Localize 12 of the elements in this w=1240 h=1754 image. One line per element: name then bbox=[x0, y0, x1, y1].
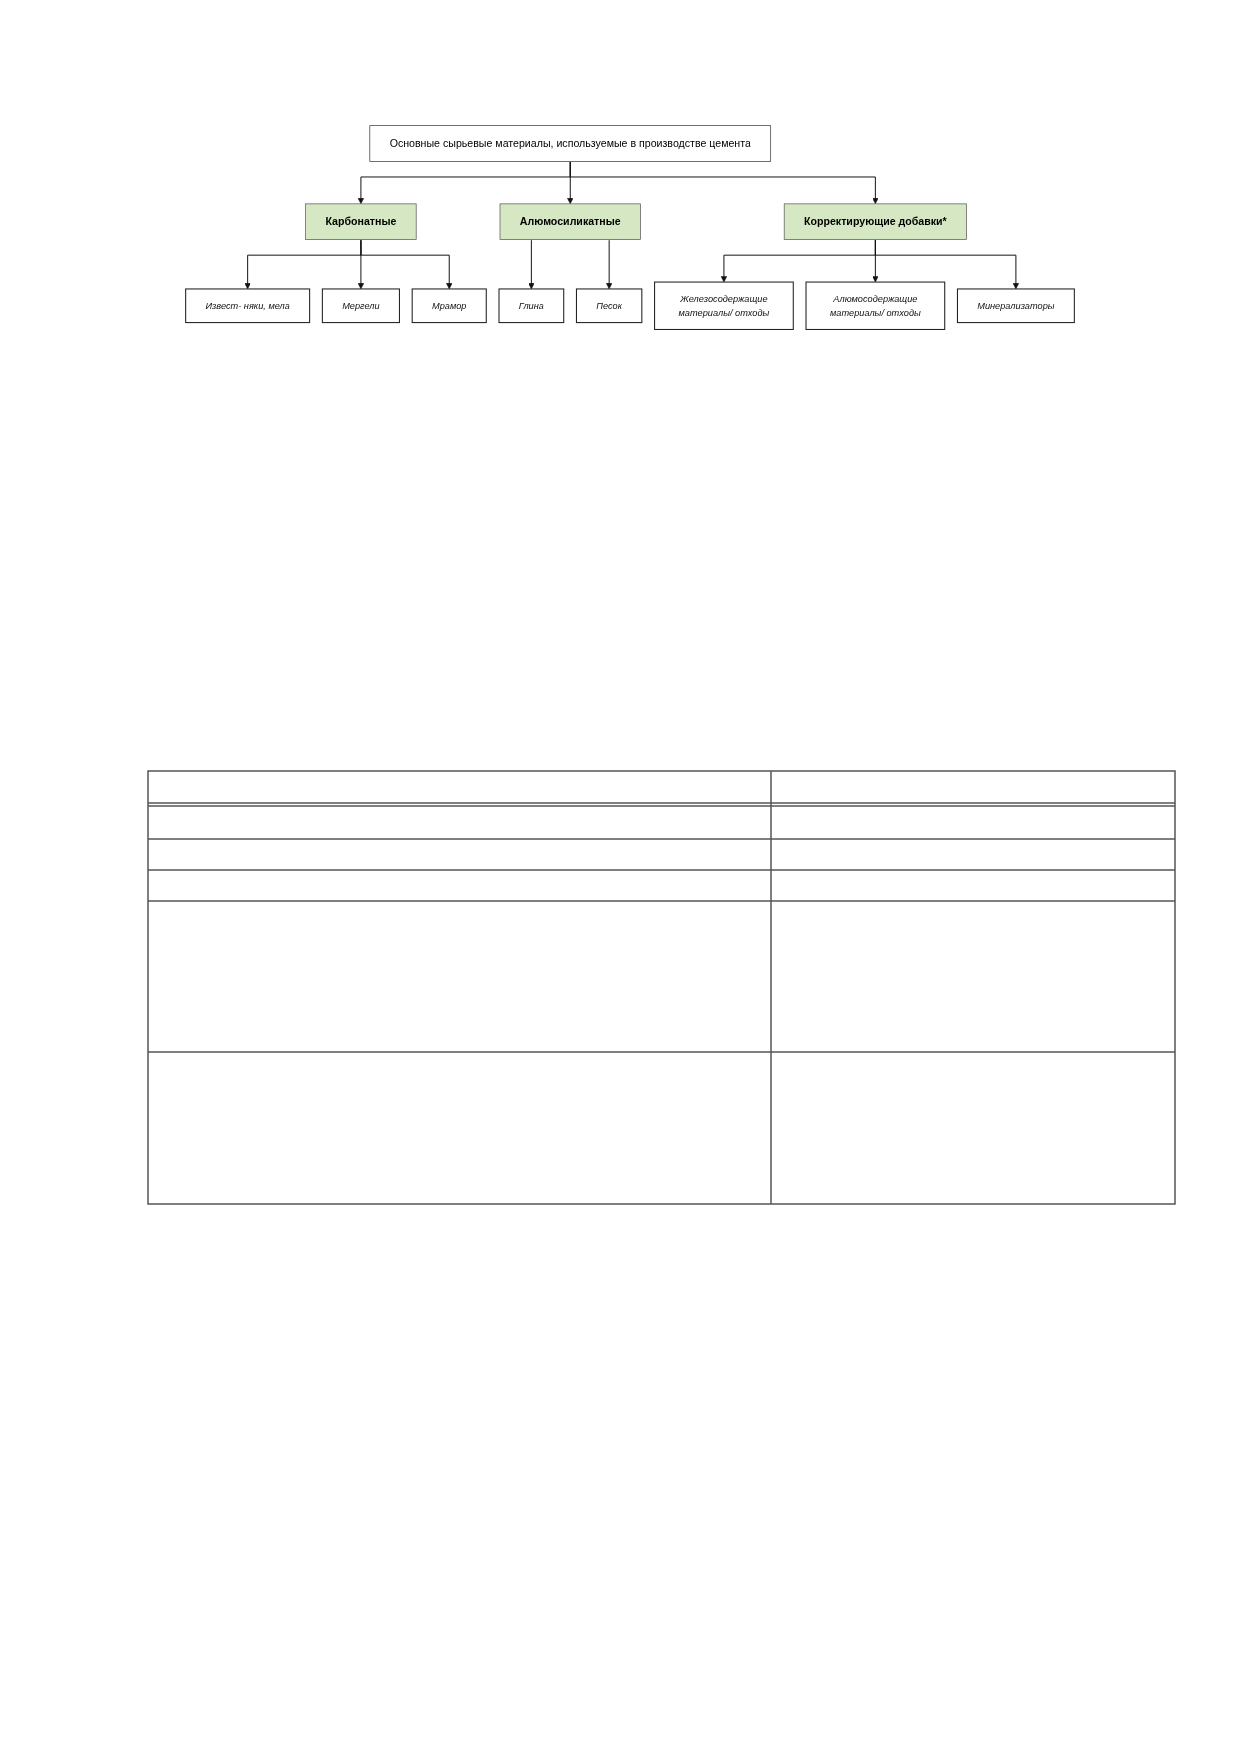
material-box: Железосодержащие материалы/ отходы bbox=[654, 281, 794, 330]
material-box: Песок bbox=[575, 288, 643, 324]
root-box: Основные сырьевые материалы, используемые в производстве цемента bbox=[369, 125, 772, 162]
category-box: Карбонатные bbox=[305, 203, 417, 240]
category-box: Корректирующие добавки* bbox=[783, 203, 967, 240]
material-box: Мрамор bbox=[411, 288, 487, 324]
category-box: Алюмосиликатные bbox=[499, 203, 641, 240]
material-box: Мергели bbox=[321, 288, 400, 324]
material-box: Глина bbox=[498, 288, 565, 324]
material-box: Извест- няки, мела bbox=[185, 288, 311, 324]
material-box: Минерализаторы bbox=[956, 288, 1075, 324]
material-box: Алюмосодержащие материалы/ отходы bbox=[805, 281, 946, 330]
